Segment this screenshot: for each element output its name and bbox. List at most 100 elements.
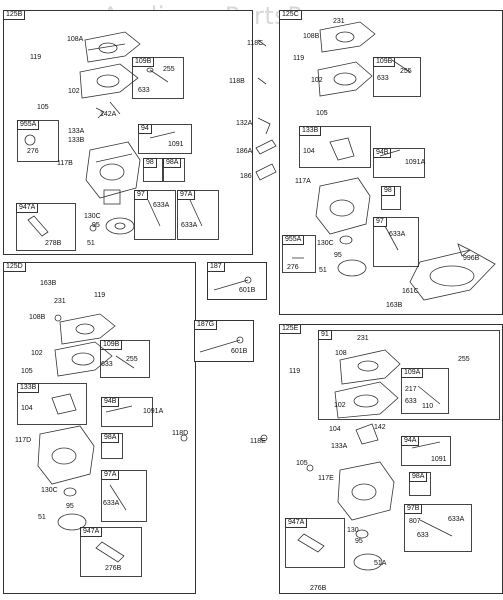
part-callout: 95 (66, 503, 74, 510)
part-callout: 102 (311, 77, 323, 84)
sub-97a-125b: 97A (177, 190, 219, 240)
sub-label: 97A (101, 470, 120, 480)
part-callout: 231 (54, 298, 66, 305)
part-callout: 105 (316, 110, 328, 117)
sub-label: 97A (177, 190, 196, 200)
sub-label: 109B (373, 57, 396, 67)
sub-label: 98A (409, 472, 428, 482)
sub-label: 947A (16, 203, 39, 213)
sub-133b-125c: 133B (299, 126, 371, 168)
sub-label: 109A (401, 368, 424, 378)
sub-955a-125c: 955A (282, 235, 316, 273)
sub-label: 94B (101, 397, 120, 407)
part-callout: 633 (405, 398, 417, 405)
part-callout: 255 (458, 356, 470, 363)
sub-94-125b: 94 (138, 124, 192, 154)
part-callout: 102 (31, 350, 43, 357)
part-callout: 633A (181, 222, 198, 229)
part-callout: 133A (331, 443, 348, 450)
part-callout: 161C (402, 288, 419, 295)
panel-label-125c: 125C (279, 10, 302, 20)
part-callout: 130C (84, 213, 101, 220)
part-callout: 163B (386, 302, 403, 309)
part-callout: 105 (37, 104, 49, 111)
part-callout: 130C (41, 487, 58, 494)
part-callout: 117D (15, 437, 32, 444)
sub-label: 133B (17, 383, 40, 393)
sub-label: 98 (143, 158, 157, 168)
panel-label-187: 187 (207, 262, 225, 272)
sub-label: 98A (163, 158, 182, 168)
part-callout: 104 (21, 405, 33, 412)
part-callout: 996B (463, 255, 480, 262)
sub-947a-125e: 947A (285, 518, 345, 568)
part-callout: 186A (236, 148, 253, 155)
sub-label: 98 (381, 186, 395, 196)
sub-947a-125d: 947A (80, 527, 142, 577)
part-callout: 119 (94, 292, 106, 299)
part-callout: 133B (68, 137, 85, 144)
sub-97a-125d: 97A (101, 470, 147, 522)
sub-label: 947A (285, 518, 308, 528)
sub-91-125e: 91 (318, 330, 500, 420)
part-callout: 601B (239, 287, 256, 294)
sub-947a-125b: 947A (16, 203, 76, 251)
part-callout: 105 (21, 368, 33, 375)
part-callout: 633 (101, 361, 113, 368)
part-callout: 108 (335, 350, 347, 357)
sub-97-125b: 97 (134, 190, 176, 240)
part-callout: 102 (334, 402, 346, 409)
part-callout: 51 (319, 267, 327, 274)
part-callout: 119 (30, 54, 42, 61)
sub-98a-125d: 98A (101, 433, 123, 459)
part-callout: 255 (400, 68, 412, 75)
part-callout: 633A (103, 500, 120, 507)
part-callout: 186 (240, 173, 252, 180)
sub-label: 94 (138, 124, 152, 134)
part-callout: 278B (45, 240, 62, 247)
part-callout: 633 (417, 532, 429, 539)
sub-133b-125d: 133B (17, 383, 87, 425)
part-callout: 108A (67, 36, 84, 43)
part-callout: 633A (448, 516, 465, 523)
part-callout: 217 (405, 386, 417, 393)
sub-label: 91 (318, 330, 332, 340)
part-callout: 118C (247, 40, 264, 47)
part-callout: 95 (92, 222, 100, 229)
part-callout: 255 (126, 356, 138, 363)
part-callout: 231 (357, 335, 369, 342)
part-callout: 105 (296, 460, 308, 467)
sub-109b-125d: 109B (100, 340, 150, 378)
sub-label: 94A (401, 436, 420, 446)
part-callout: 231 (333, 18, 345, 25)
sub-label: 94B (373, 148, 392, 158)
panel-label-125d: 125D (3, 262, 26, 272)
part-callout: 95 (334, 252, 342, 259)
panel-label-125e: 125E (279, 324, 302, 334)
part-callout: 117B (57, 160, 73, 167)
sub-97b-125e: 97B (404, 504, 472, 552)
part-callout: 118D (172, 430, 189, 437)
part-callout: 119 (289, 368, 301, 375)
part-callout: 1091A (143, 408, 164, 415)
sub-label: 133B (299, 126, 322, 136)
part-callout: 633 (138, 87, 150, 94)
part-callout: 108B (303, 33, 320, 40)
sub-label: 955A (17, 120, 40, 130)
sub-98-125b: 98 (143, 158, 163, 182)
part-callout: 633 (377, 75, 389, 82)
part-callout: 255 (163, 66, 175, 73)
part-callout: 633A (153, 202, 170, 209)
sub-label: 955A (282, 235, 305, 245)
part-callout: 117E (318, 475, 334, 482)
part-callout: 163B (40, 280, 57, 287)
part-callout: 1091 (168, 141, 184, 148)
part-callout: 130 (347, 527, 359, 534)
part-callout: 142A (100, 111, 117, 118)
sub-97-125c: 97 (373, 217, 419, 267)
part-callout: 51 (87, 240, 95, 247)
part-callout: 51A (374, 560, 387, 567)
sub-98a-125b: 98A (163, 158, 185, 182)
part-callout: 110 (422, 403, 434, 410)
